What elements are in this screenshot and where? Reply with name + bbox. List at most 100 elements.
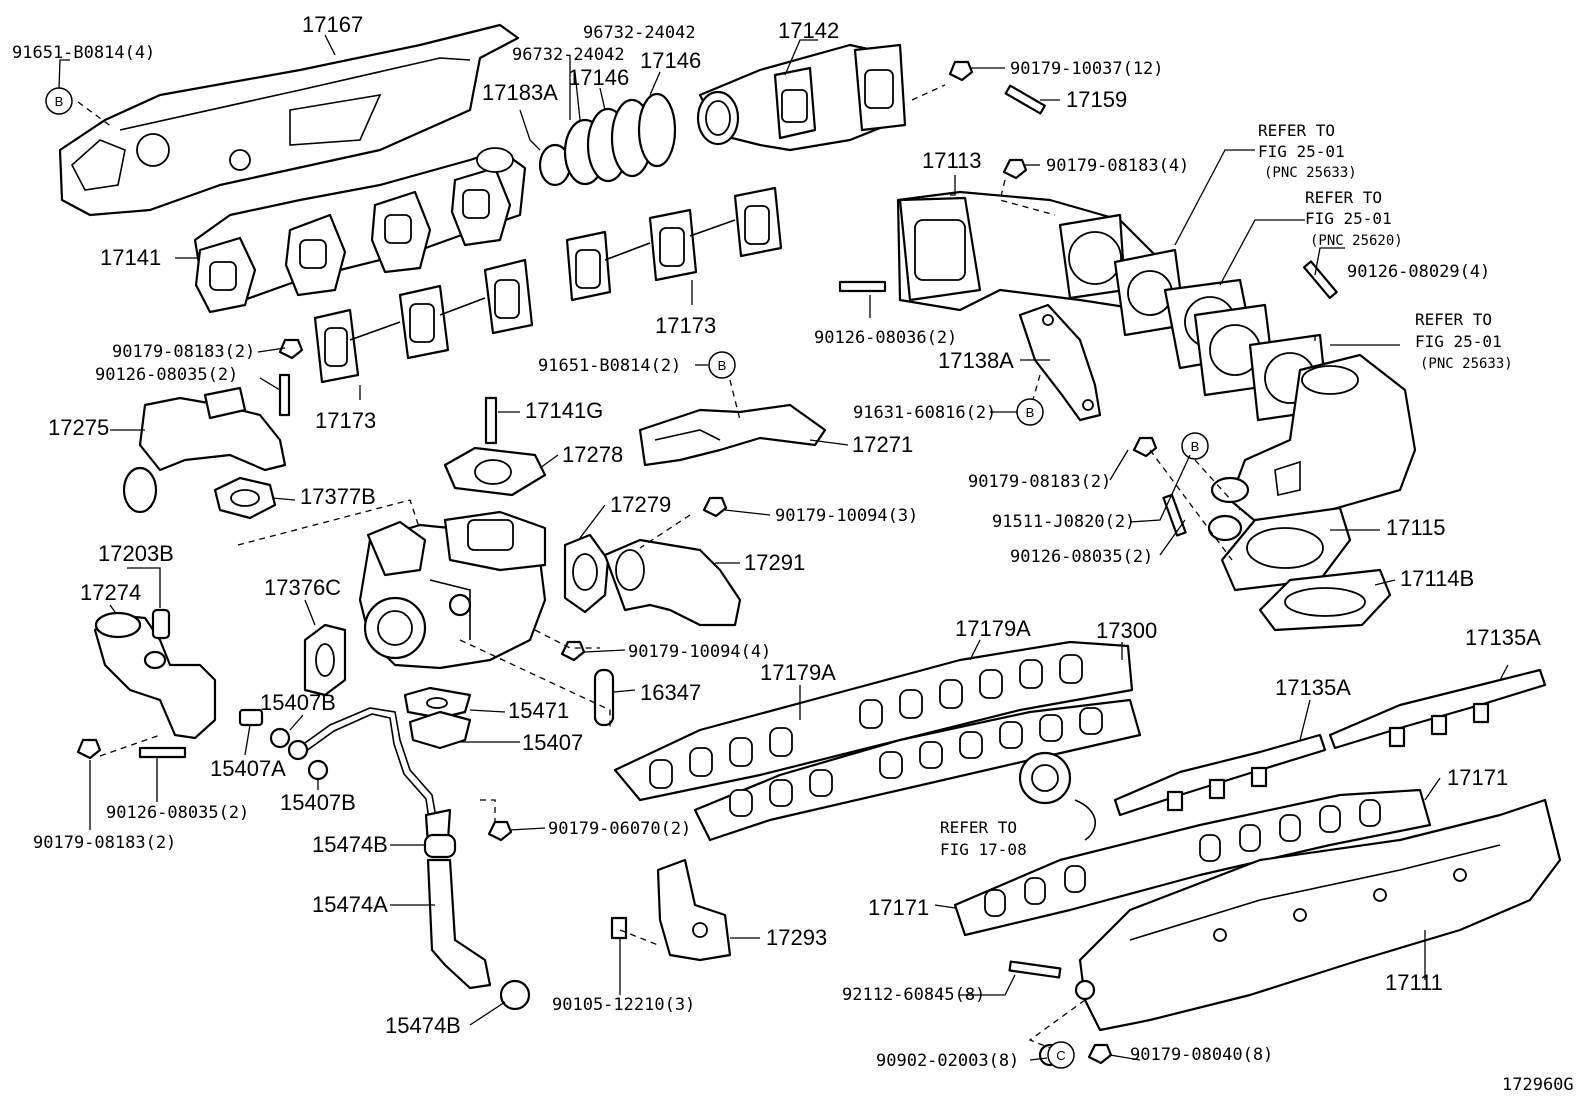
label-17377b: 17377B bbox=[300, 484, 376, 509]
svg-text:FIG 25-01: FIG 25-01 bbox=[1415, 332, 1502, 351]
label-17179a-b: 17179A bbox=[760, 660, 836, 685]
part-17291-pipe bbox=[603, 538, 742, 627]
label-90179-10037-12: 90179-10037(12) bbox=[1010, 59, 1164, 79]
circle-marker-b-4: B bbox=[1181, 432, 1209, 460]
label-17173-b: 17173 bbox=[315, 408, 376, 433]
label-17291: 17291 bbox=[744, 550, 805, 575]
label-15407a: 15407A bbox=[210, 756, 286, 781]
label-17141: 17141 bbox=[100, 245, 161, 270]
svg-text:B: B bbox=[55, 94, 64, 109]
part-17135a-rail-a bbox=[1113, 733, 1327, 817]
label-90126-08035-2-c: 90126-08035(2) bbox=[106, 803, 249, 823]
label-90179-08183-2-a: 90179-08183(2) bbox=[112, 342, 255, 362]
svg-text:B: B bbox=[1191, 439, 1200, 454]
circle-marker-b-1: B bbox=[45, 87, 73, 115]
label-17271: 17271 bbox=[852, 432, 913, 457]
label-91631-60816-2: 91631-60816(2) bbox=[853, 403, 996, 423]
label-17275: 17275 bbox=[48, 415, 109, 440]
refer-note-4: REFER TO FIG 17-08 bbox=[940, 818, 1027, 859]
label-17300: 17300 bbox=[1096, 618, 1157, 643]
part-17274-pipe bbox=[93, 611, 217, 740]
label-17179a-a: 17179A bbox=[955, 616, 1031, 641]
part-17111-intake-manifold bbox=[1078, 798, 1562, 1032]
part-egr-valve bbox=[1018, 751, 1097, 841]
part-17141g-stud bbox=[484, 396, 498, 445]
dashed-assembly-lines bbox=[77, 84, 1316, 1049]
part-17271-heat-insulator bbox=[638, 403, 827, 467]
label-17135a-b: 17135A bbox=[1465, 625, 1541, 650]
part-15407b-washers bbox=[269, 727, 329, 781]
part-17293-bracket bbox=[656, 858, 732, 962]
label-17138a: 17138A bbox=[938, 348, 1014, 373]
part-studs-bolts bbox=[76, 60, 1338, 1067]
part-15407a-bolt bbox=[238, 708, 264, 727]
part-17113-exhaust-pipe bbox=[896, 190, 1162, 312]
label-90179-08183-4: 90179-08183(4) bbox=[1046, 156, 1189, 176]
label-90126-08035-2-a: 90126-08035(2) bbox=[95, 365, 238, 385]
label-90179-08183-2-b: 90179-08183(2) bbox=[968, 472, 1111, 492]
part-17377b-gasket bbox=[213, 476, 277, 520]
svg-text:(PNC 25620): (PNC 25620) bbox=[1310, 233, 1403, 249]
label-15407: 15407 bbox=[522, 730, 583, 755]
label-15471: 15471 bbox=[508, 698, 569, 723]
part-17135a-rail-b bbox=[1328, 668, 1547, 750]
svg-text:REFER TO: REFER TO bbox=[940, 818, 1017, 837]
part-16347-gasket bbox=[593, 668, 615, 727]
label-17203b: 17203B bbox=[98, 541, 174, 566]
label-17376c: 17376C bbox=[264, 575, 341, 600]
part-17279-gasket bbox=[563, 533, 610, 614]
refer-note-1: REFER TO FIG 25-01 (PNC 25633) bbox=[1258, 121, 1357, 181]
intake-port-openings bbox=[649, 654, 1103, 817]
label-90179-06070-2: 90179-06070(2) bbox=[548, 819, 691, 839]
label-15474a: 15474A bbox=[312, 892, 388, 917]
svg-text:REFER TO: REFER TO bbox=[1258, 121, 1335, 140]
svg-text:REFER TO: REFER TO bbox=[1305, 188, 1382, 207]
part-17141-exhaust-manifold bbox=[193, 147, 527, 314]
label-15474b-b: 15474B bbox=[385, 1013, 461, 1038]
part-17167-heat-insulator bbox=[58, 23, 520, 217]
part-intake-gaskets-17179a-17300 bbox=[613, 640, 1142, 842]
label-90902-02003-8: 90902-02003(8) bbox=[876, 1051, 1019, 1071]
label-15407b-a: 15407B bbox=[260, 690, 336, 715]
label-17171-a: 17171 bbox=[1447, 765, 1508, 790]
part-17376c-gasket bbox=[303, 623, 347, 697]
label-17279: 17279 bbox=[610, 492, 671, 517]
label-17141g: 17141G bbox=[525, 398, 603, 423]
label-96732-24042-b: 96732-24042 bbox=[512, 45, 625, 65]
label-17142: 17142 bbox=[778, 18, 839, 43]
part-17138a-bracket bbox=[1018, 303, 1102, 422]
label-17159: 17159 bbox=[1066, 87, 1127, 112]
label-17278: 17278 bbox=[562, 442, 623, 467]
svg-text:B: B bbox=[718, 358, 727, 373]
circle-marker-b-2: B bbox=[708, 351, 736, 379]
svg-text:FIG 25-01: FIG 25-01 bbox=[1258, 142, 1345, 161]
svg-text:FIG 25-01: FIG 25-01 bbox=[1305, 209, 1392, 228]
part-turbocharger bbox=[358, 510, 547, 670]
label-17173-a: 17173 bbox=[655, 313, 716, 338]
part-17171-gaskets bbox=[953, 788, 1432, 937]
label-90126-08029-4: 90126-08029(4) bbox=[1347, 262, 1490, 282]
part-17203b-sleeve bbox=[151, 608, 171, 640]
label-90126-08036-2: 90126-08036(2) bbox=[814, 328, 957, 348]
label-17115: 17115 bbox=[1386, 515, 1446, 540]
label-17114b: 17114B bbox=[1400, 566, 1474, 591]
part-15471-gasket bbox=[403, 686, 472, 720]
label-96732-24042-a: 96732-24042 bbox=[583, 23, 696, 43]
label-90126-08035-2-b: 90126-08035(2) bbox=[1010, 547, 1153, 567]
label-90105-12210-3: 90105-12210(3) bbox=[552, 995, 695, 1015]
label-90179-08183-2-c: 90179-08183(2) bbox=[33, 833, 176, 853]
label-17146-b: 17146 bbox=[640, 48, 701, 73]
label-90179-10094-3: 90179-10094(3) bbox=[775, 506, 918, 526]
circle-marker-c: C bbox=[1047, 1041, 1075, 1069]
label-15474b-a: 15474B bbox=[312, 832, 388, 857]
refer-note-2: REFER TO FIG 25-01 (PNC 25620) bbox=[1305, 188, 1403, 249]
label-91651-b0814-2: 91651-B0814(2) bbox=[538, 356, 681, 376]
svg-text:(PNC 25633): (PNC 25633) bbox=[1420, 356, 1513, 372]
label-17146-a: 17146 bbox=[568, 65, 629, 90]
figure-id: 172960G bbox=[1502, 1075, 1574, 1095]
label-17274: 17274 bbox=[80, 580, 141, 605]
label-92112-60845-8: 92112-60845(8) bbox=[842, 985, 985, 1005]
label-91511-j0820-2: 91511-J0820(2) bbox=[992, 512, 1135, 532]
label-17171-b: 17171 bbox=[868, 895, 929, 920]
